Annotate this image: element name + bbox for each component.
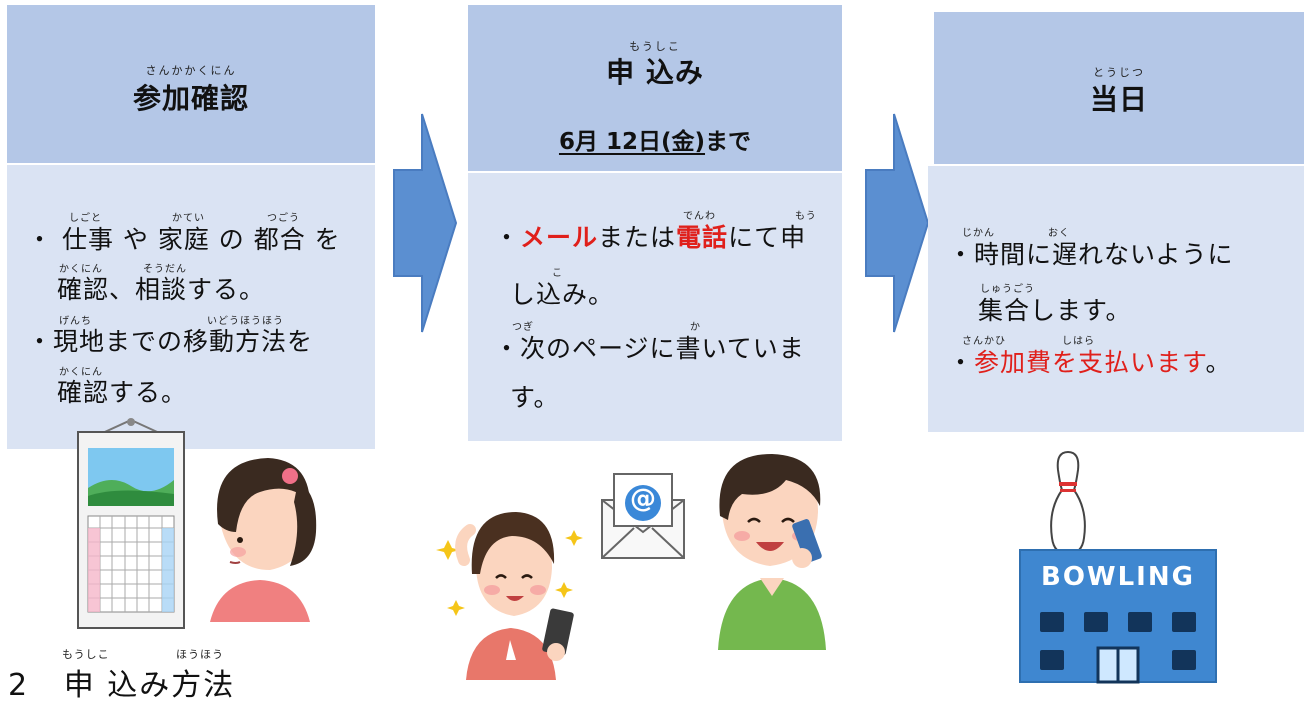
ruby: つぎ <box>512 322 534 333</box>
step1-line: ・ 仕事 や 家庭 の 都合 を <box>27 225 341 254</box>
woman-smartphone-icon <box>436 512 583 680</box>
ruby: おく <box>1048 228 1070 239</box>
step1-line: ・現地までの移動方法を <box>27 327 314 356</box>
step1-header: さんかかくにん 参加確認 <box>7 5 375 163</box>
ruby: でんわ <box>683 211 716 222</box>
step3-body: じかん おく ・時間に遅れないように しゅうごう 集合します。 さんかひ しはら… <box>928 166 1304 432</box>
man-on-phone-icon <box>718 454 826 650</box>
bowling-pin-icon <box>1050 450 1086 556</box>
ruby: げんち <box>59 316 92 327</box>
step1-line: 確認、相談する。 <box>57 275 266 304</box>
step2-line: す。 <box>510 383 560 412</box>
girl-thinking-icon <box>210 458 317 622</box>
arrow-right-icon <box>393 113 458 333</box>
phone-keyword: 電話 <box>676 223 729 252</box>
ruby: かくにん <box>59 264 103 275</box>
section-title: 申 込み方法 <box>63 668 236 703</box>
ruby: いどうほうほう <box>207 316 284 327</box>
step2-line: ・次のページに書いていま <box>494 334 805 363</box>
text: 。 <box>1205 348 1232 377</box>
text: にて申 <box>728 223 807 252</box>
step3-header: とうじつ 当日 <box>934 12 1304 164</box>
ruby: つごう <box>267 213 300 224</box>
ruby: そうだん <box>143 264 187 275</box>
ruby: しごと <box>69 213 102 224</box>
step3-line: ・時間に遅れないように <box>948 240 1234 269</box>
bowling-building-icon <box>1019 549 1217 684</box>
step2-line: し込み。 <box>510 280 615 309</box>
fee-text: 参加費を支払います <box>974 348 1206 377</box>
ruby: しゅうごう <box>980 284 1035 295</box>
bullet: ・ <box>948 348 975 377</box>
text: または <box>598 223 677 252</box>
ruby: もう <box>795 211 817 222</box>
step1-title: 参加確認 <box>132 82 249 115</box>
deadline: 6月 12日(金)まで <box>468 122 842 156</box>
footer-ruby-1: もうしこ <box>62 648 110 661</box>
calendar-icon <box>77 418 185 629</box>
step1-body: しごと かてい つごう ・ 仕事 や 家庭 の 都合 を かくにん そうだん 確… <box>7 165 375 449</box>
step3-title: 当日 <box>1089 83 1148 116</box>
email-keyword: メール <box>520 223 599 252</box>
email-at-symbol: @ <box>630 484 656 514</box>
section-heading: 2 申 込み方法 <box>8 660 235 704</box>
deadline-date: 6月 12日(金) <box>558 129 706 155</box>
step1-line: 確認する。 <box>57 378 188 407</box>
ruby: かくにん <box>59 367 103 378</box>
ruby: じかん <box>962 228 995 239</box>
step2-body: でんわ もう ・メールまたは電話にて申 こ し込み。 つぎ か ・次のページに書… <box>468 173 842 441</box>
email-envelope-icon <box>601 473 685 559</box>
ruby: さんかひ <box>962 336 1006 347</box>
arrow-right-icon <box>865 113 930 333</box>
step3-line: ・参加費を支払います。 <box>948 343 1232 379</box>
bullet: ・ <box>494 223 521 252</box>
section-number: 2 <box>8 668 30 703</box>
footer-ruby-2: ほうほう <box>176 648 224 661</box>
ruby: かてい <box>172 213 205 224</box>
ruby: か <box>690 322 701 333</box>
bowling-sign-text: BOWLING <box>1041 562 1195 592</box>
ruby: しはら <box>1062 336 1095 347</box>
step2-title-ruby: もうしこ <box>629 40 681 53</box>
step2-title: 申 込み <box>606 56 704 89</box>
step1-title-ruby: さんかかくにん <box>145 64 237 77</box>
deadline-suffix: まで <box>705 129 752 155</box>
step2-line: ・メールまたは電話にて申 <box>494 218 806 254</box>
step2-header: もうしこ 申 込み 6月 12日(金)まで <box>468 5 842 171</box>
step3-title-ruby: とうじつ <box>1093 66 1145 79</box>
ruby: こ <box>552 268 563 279</box>
step3-line: 集合します。 <box>978 296 1132 325</box>
